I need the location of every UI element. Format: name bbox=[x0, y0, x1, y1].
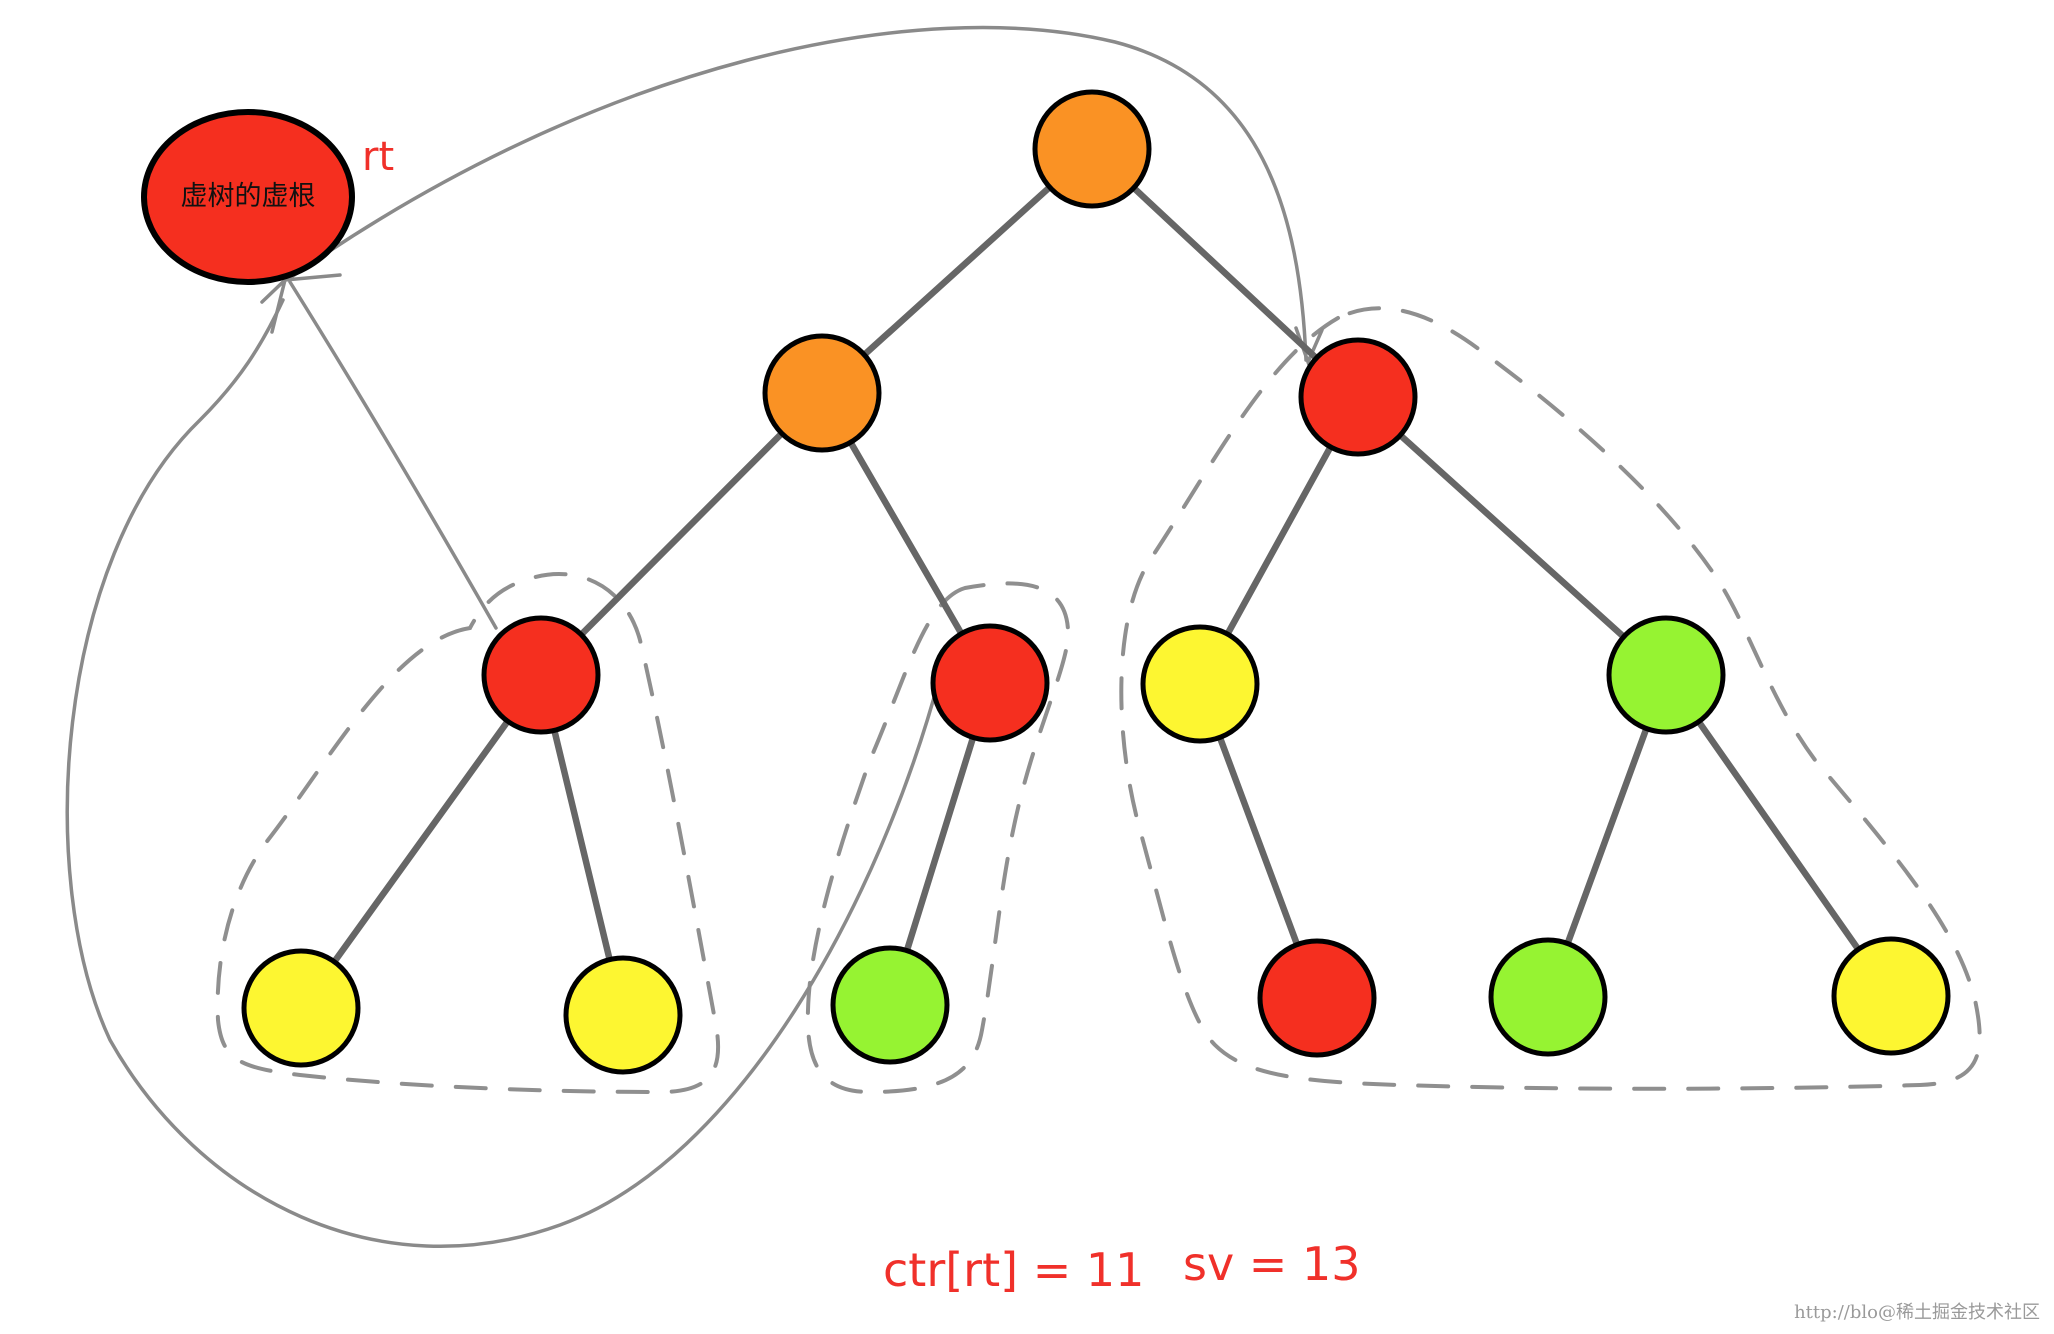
annotations: ctr[rt] = 11 sv = 13 bbox=[883, 1237, 1361, 1297]
tree-node-n9-yellow bbox=[563, 955, 683, 1075]
tree-edge-n1-n2 bbox=[818, 145, 1096, 397]
tree-node-n1-orange bbox=[1032, 89, 1152, 209]
tree-node-n2-orange bbox=[762, 333, 882, 453]
tree-edge-n4-n8 bbox=[297, 671, 545, 1012]
tree-node-n11-red bbox=[1257, 938, 1377, 1058]
tree-node-n5-red bbox=[930, 623, 1050, 743]
dashed-group-left bbox=[215, 572, 721, 1095]
arrow-to-root-from-node-n4 bbox=[288, 280, 498, 630]
tree-edge-n2-n4 bbox=[537, 389, 826, 679]
tree-edge-n3-n7 bbox=[1354, 393, 1670, 679]
sv-annotation: sv = 13 bbox=[1183, 1237, 1361, 1291]
ctr-annotation: ctr[rt] = 11 bbox=[883, 1243, 1144, 1297]
tree-node-n7-green bbox=[1606, 615, 1726, 735]
virtual-root-tag: rt bbox=[362, 134, 394, 180]
tree-node-n8-yellow bbox=[241, 948, 361, 1068]
dashed-groups bbox=[215, 306, 1982, 1095]
tree-edges bbox=[297, 145, 1895, 1019]
dashed-group-middle bbox=[805, 581, 1071, 1095]
virtual-root: 虚树的虚根 rt bbox=[141, 109, 394, 285]
tree-node-n10-green bbox=[830, 945, 950, 1065]
virtual-root-node bbox=[141, 109, 355, 285]
tree-edge-n1-n3 bbox=[1088, 145, 1362, 401]
tree-node-n4-red bbox=[481, 615, 601, 735]
virtual-root-label: 虚树的虚根 bbox=[181, 181, 316, 212]
arrow-to-root-from-node-n5 bbox=[65, 298, 942, 1248]
tree-node-n6-yellow bbox=[1140, 624, 1260, 744]
tree-node-n3-red bbox=[1298, 337, 1418, 457]
watermark: http://blo@稀土掘金技术社区 bbox=[1794, 1302, 2040, 1323]
dashed-group-right bbox=[1119, 306, 1982, 1091]
tree-edge-n7-n13 bbox=[1662, 671, 1895, 1000]
arrow-to-root-from-node-n3 bbox=[288, 25, 1308, 362]
tree-node-n12-green bbox=[1488, 937, 1608, 1057]
tree-node-n13-yellow bbox=[1831, 936, 1951, 1056]
tree-nodes bbox=[241, 89, 1951, 1075]
